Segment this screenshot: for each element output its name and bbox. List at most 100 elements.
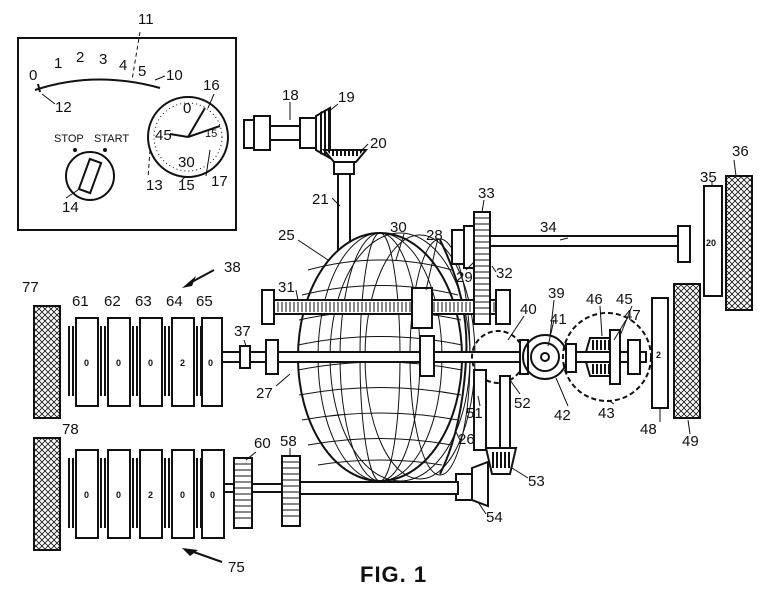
dial-label-0: 0 [183,100,191,117]
panel-frame [17,37,237,231]
ref-13: 13 [146,177,163,194]
counter-61-value: 0 [84,358,89,368]
ref-25: 25 [278,227,295,244]
scale-label-3: 3 [99,51,107,68]
collar-47 [627,339,641,375]
pinion-l1 [66,458,76,528]
gear-33-teeth [474,217,490,315]
reference-numerals: 11 10 12 16 17 15 13 14 18 19 20 21 25 3… [22,11,749,576]
rack-teeth [276,302,502,312]
ref-48: 48 [640,421,657,438]
dial-hand-15 [169,133,189,138]
bevel-54 [471,460,489,508]
scale-label-4: 4 [119,57,127,74]
lead-13 [147,149,151,179]
ref-12: 12 [55,99,72,116]
ref-17: 17 [211,173,228,190]
ref-63: 63 [135,293,152,310]
ref-34: 34 [540,219,557,236]
lower-drive [299,369,518,508]
lead-11 [131,31,141,81]
dial-hand-17 [187,125,221,138]
dial-label-30: 30 [178,154,195,171]
gear-42 [522,334,568,380]
ref-29: 29 [456,269,473,286]
ref-28: 28 [426,227,443,244]
ref-31: 31 [278,279,295,296]
ref-75: 75 [228,559,245,576]
collar-43a [565,343,577,373]
dial-hand-16 [187,107,206,138]
bevel-45-teeth [590,364,610,374]
rack-end-right [495,289,511,325]
shaft-51 [473,369,487,451]
ref-65: 65 [196,293,213,310]
ref-78: 78 [62,421,79,438]
collar-29b [463,225,475,269]
ref-62: 62 [104,293,121,310]
counter-63-value: 0 [148,358,153,368]
coupling-18b [253,115,271,151]
ref-43: 43 [598,405,615,422]
counter-row-38: 0 0 0 2 0 [33,305,223,419]
ref-45: 45 [616,291,633,308]
switch-label-start: START [94,133,129,145]
display-49 [673,283,701,419]
ref-77: 77 [22,279,39,296]
switch-dot-stop [73,148,77,152]
counter-64-value: 2 [180,358,185,368]
counter-row-75: 0 0 2 0 0 [33,437,301,551]
arc-scale [34,78,161,91]
counter-l5-value: 0 [210,490,215,500]
scale-label-1: 1 [54,55,62,72]
ref-58: 58 [280,433,297,450]
switch-label-stop: STOP [54,133,84,145]
ref-18: 18 [282,87,299,104]
counter-l4-value: 0 [180,490,185,500]
ref-16: 16 [203,77,220,94]
switch-handle [77,157,103,195]
ref-42: 42 [554,407,571,424]
leader-lines [41,75,737,515]
counter-l1-value: 0 [84,490,89,500]
counter-65-value: 0 [208,358,213,368]
ref-15: 15 [178,177,195,194]
shaft-lower [299,481,459,495]
pinion-65 [194,326,202,396]
ref-27: 27 [256,385,273,402]
ref-64: 64 [166,293,183,310]
shaft-34 [489,235,681,247]
ref-32: 32 [496,265,513,282]
bevel-teeth-20 [326,150,364,156]
shaft-75 [223,483,235,493]
collar-34 [677,225,691,263]
scale-label-5: 5 [138,63,146,80]
follower-hub [419,335,435,377]
collar-37 [239,345,251,369]
ref-51: 51 [466,405,483,422]
control-panel: 0 1 2 3 4 5 0 15 30 45 STOP START [17,31,237,231]
rack-end-left [261,289,275,325]
bevel-teeth-19 [320,108,330,158]
ref-38: 38 [224,259,241,276]
ref-33: 33 [478,185,495,202]
ref-26: 26 [458,431,475,448]
dial-label-45: 45 [155,127,172,144]
pinion-62 [98,326,108,396]
dial-ticks [153,102,223,172]
pinion-61 [66,326,76,396]
ref-41: 41 [550,311,567,328]
ref-53: 53 [528,473,545,490]
ref-61: 61 [72,293,89,310]
bevel-47 [609,329,621,385]
pinion-l4 [162,458,172,528]
scale-pointer-12 [37,83,41,93]
ref-30: 30 [390,219,407,236]
dial-face [147,96,229,178]
counter-l3-value: 2 [148,490,153,500]
scale-label-2: 2 [76,49,84,66]
ref-19: 19 [338,89,355,106]
arrow-75 [182,548,223,563]
ref-40: 40 [520,301,537,318]
bevel-46-teeth [590,340,610,350]
